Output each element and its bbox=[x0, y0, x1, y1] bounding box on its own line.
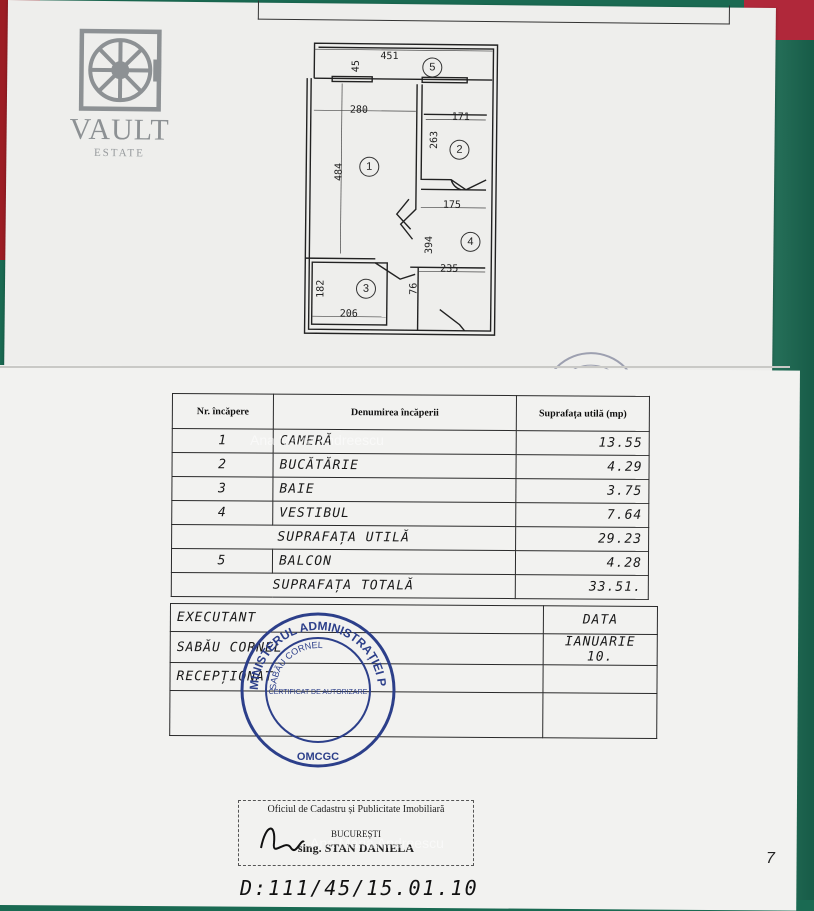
vault-door-icon bbox=[78, 28, 163, 113]
total-area-row: SUPRAFAȚA TOTALĂ 33.51. bbox=[171, 572, 649, 600]
paper-top-sheet: VAULT ESTATE bbox=[4, 0, 776, 432]
useful-area-value: 29.23 bbox=[515, 526, 649, 552]
total-area-label: SUPRAFAȚA TOTALĂ bbox=[171, 572, 516, 599]
rooms-table: Nr. încăpere Denumirea încăperii Suprafa… bbox=[171, 393, 650, 600]
dim-balcony-width: 451 bbox=[380, 50, 399, 63]
dim-room1-length: 484 bbox=[333, 162, 345, 182]
row-area: 3.75 bbox=[515, 478, 649, 504]
header-nr: Nr. încăpere bbox=[172, 393, 274, 430]
table-row: 3 BAIE 3.75 bbox=[171, 476, 649, 504]
round-official-stamp-icon: MINISTERUL ADMINISTRAȚIEI PUBLICE SABĂU … bbox=[238, 608, 396, 768]
room-number-3: 3 bbox=[355, 278, 377, 299]
dim-vestibul-width: 175 bbox=[442, 199, 461, 211]
row-area: 4.29 bbox=[515, 454, 650, 480]
balcony-nr: 5 bbox=[171, 548, 273, 574]
header-name: Denumirea încăperii bbox=[273, 394, 517, 431]
table-header-row: Nr. încăpere Denumirea încăperii Suprafa… bbox=[172, 393, 650, 432]
row-name: BAIE bbox=[272, 477, 516, 503]
useful-area-row: SUPRAFAȚA UTILĂ 29.23 bbox=[171, 524, 649, 552]
receptionat-date bbox=[542, 664, 658, 694]
stamp-bottom-text: OMCGC bbox=[297, 751, 339, 763]
watermark-bottom: Ana Maria Andreescu bbox=[310, 835, 444, 851]
dim-bath-width: 206 bbox=[339, 308, 358, 320]
row-name: BUCĂTĂRIE bbox=[272, 453, 517, 479]
room-number-1: 1 bbox=[359, 156, 380, 177]
fold-line bbox=[0, 366, 790, 368]
dim-vestibul-width2: 235 bbox=[440, 263, 459, 275]
table-row: 2 BUCĂTĂRIE 4.29 bbox=[171, 452, 650, 480]
watermark-top: Ana Maria Andreescu bbox=[250, 432, 384, 448]
dim-balcony-depth: 45 bbox=[350, 60, 362, 73]
handwritten-signature-icon bbox=[260, 827, 305, 851]
dim-door: 76 bbox=[408, 282, 420, 295]
room-number-5: 5 bbox=[422, 57, 443, 78]
vault-estate-logo: VAULT ESTATE bbox=[54, 28, 185, 160]
room-number-2: 2 bbox=[449, 139, 470, 160]
balcony-row: 5 BALCON 4.28 bbox=[171, 548, 649, 576]
date-value: IANUARIE 10. bbox=[543, 633, 658, 666]
dim-room1-width: 280 bbox=[349, 104, 368, 116]
cadastre-signatory: sing. STAN DANIELA bbox=[297, 841, 415, 855]
total-area-value: 33.51. bbox=[515, 574, 649, 600]
receptionat-date2 bbox=[542, 692, 657, 739]
row-area: 7.64 bbox=[515, 502, 649, 528]
document-reference: D:111/45/15.01.10 bbox=[240, 876, 479, 900]
floor-plan-drawing bbox=[303, 42, 499, 336]
dim-kitchen-width: 171 bbox=[451, 111, 470, 123]
balcony-area: 4.28 bbox=[515, 550, 649, 576]
table-row: 1 CAMERĂ 13.55 bbox=[172, 428, 650, 456]
row-name: VESTIBUL bbox=[272, 501, 516, 527]
logo-name: VAULT bbox=[69, 112, 170, 147]
useful-area-label: SUPRAFAȚA UTILĂ bbox=[171, 524, 516, 551]
row-area: 13.55 bbox=[516, 430, 650, 456]
top-cut-table bbox=[257, 0, 730, 25]
header-area: Suprafața utilă (mp) bbox=[516, 395, 650, 432]
room-number-4: 4 bbox=[460, 231, 481, 252]
row-nr: 2 bbox=[171, 452, 274, 478]
cadastre-city: BUCUREȘTI bbox=[330, 829, 381, 839]
date-label: DATA bbox=[543, 605, 658, 635]
stamp-center-text: CERTIFICAT DE AUTORIZARE bbox=[269, 689, 368, 696]
balcony-name: BALCON bbox=[272, 549, 516, 575]
row-nr: 4 bbox=[171, 500, 273, 526]
cadastre-stamp: Oficiul de Cadastru și Publicitate Imobi… bbox=[238, 800, 474, 866]
page-mark: 7 bbox=[766, 850, 775, 867]
floor-plan: 451 45 280 171 263 484 175 394 235 182 2… bbox=[299, 38, 502, 350]
row-nr: 3 bbox=[171, 476, 273, 502]
table-row: 4 VESTIBUL 7.64 bbox=[171, 500, 649, 528]
logo-subtitle: ESTATE bbox=[93, 146, 145, 160]
dim-vestibul-length: 394 bbox=[423, 235, 436, 255]
dim-kitchen-length: 263 bbox=[428, 130, 441, 150]
dim-bath-height: 182 bbox=[315, 279, 327, 298]
cadastre-office: Oficiul de Cadastru și Publicitate Imobi… bbox=[267, 804, 445, 815]
